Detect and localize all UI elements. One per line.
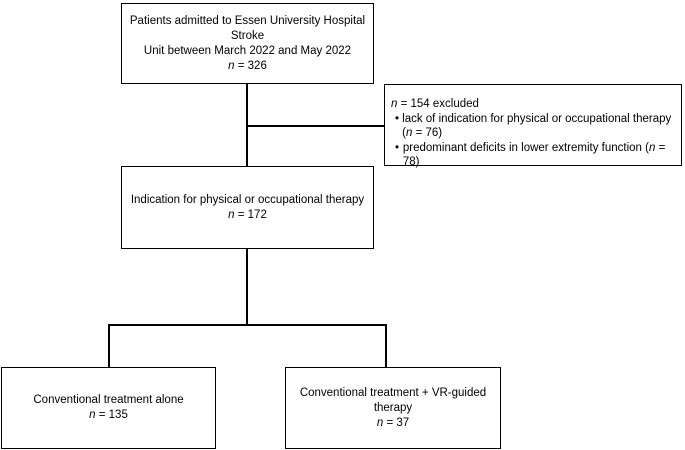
admitted-line2: Unit between March 2022 and May 2022: [143, 44, 352, 57]
vr-line1: Conventional treatment + VR-guided thera…: [299, 386, 487, 414]
box-indication-therapy: Indication for physical or occupational …: [121, 166, 374, 249]
admitted-count: n = 326: [228, 59, 267, 74]
excluded-item-2-n-value: = 78): [402, 141, 666, 169]
n-label: n: [391, 98, 398, 110]
n-label: n: [228, 208, 235, 221]
excluded-item-1-text: lack of indication for physical or occup…: [402, 112, 672, 140]
n-label: n: [405, 127, 413, 139]
conventional-count: n = 135: [89, 408, 128, 423]
excluded-item-2: • predominant deficits in lower extremit…: [391, 141, 681, 170]
excluded-heading: n = 154 excluded: [391, 97, 681, 112]
conventional-n-value: = 135: [98, 409, 128, 421]
conventional-line1: Conventional treatment alone: [33, 394, 184, 406]
bullet-icon: •: [395, 112, 400, 125]
n-label: n: [376, 416, 384, 429]
n-label: n: [648, 141, 656, 154]
box-patients-admitted: Patients admitted to Essen University Ho…: [121, 3, 374, 84]
excluded-heading-text: = 154 excluded: [400, 98, 479, 110]
n-label: n: [89, 409, 96, 421]
indication-count: n = 172: [228, 208, 267, 223]
box-excluded: n = 154 excluded • lack of indication fo…: [384, 84, 682, 168]
n-label: n: [228, 59, 235, 72]
connector-to-vr: [385, 324, 387, 368]
excluded-item-1: • lack of indication for physical or occ…: [391, 112, 681, 141]
excluded-item-1-n-value: = 76): [415, 127, 443, 139]
vr-n-value: = 37: [386, 416, 410, 429]
admitted-line1: Patients admitted to Essen University Ho…: [129, 14, 366, 42]
bullet-icon: •: [395, 141, 400, 154]
box-vr-guided-therapy: Conventional treatment + VR-guided thera…: [285, 367, 501, 449]
excluded-item-2-text: predominant deficits in lower extremity …: [402, 141, 649, 154]
connector-to-excluded: [246, 125, 385, 127]
admitted-n-value: = 326: [237, 59, 267, 72]
connector-to-conventional: [108, 324, 110, 368]
vr-count: n = 37: [377, 416, 409, 431]
indication-n-value: = 172: [237, 208, 267, 221]
indication-line1: Indication for physical or occupational …: [130, 193, 365, 206]
connector-indication-down: [246, 248, 248, 325]
box-conventional-treatment: Conventional treatment alone n = 135: [1, 367, 216, 449]
connector-split-horizontal: [108, 324, 386, 326]
